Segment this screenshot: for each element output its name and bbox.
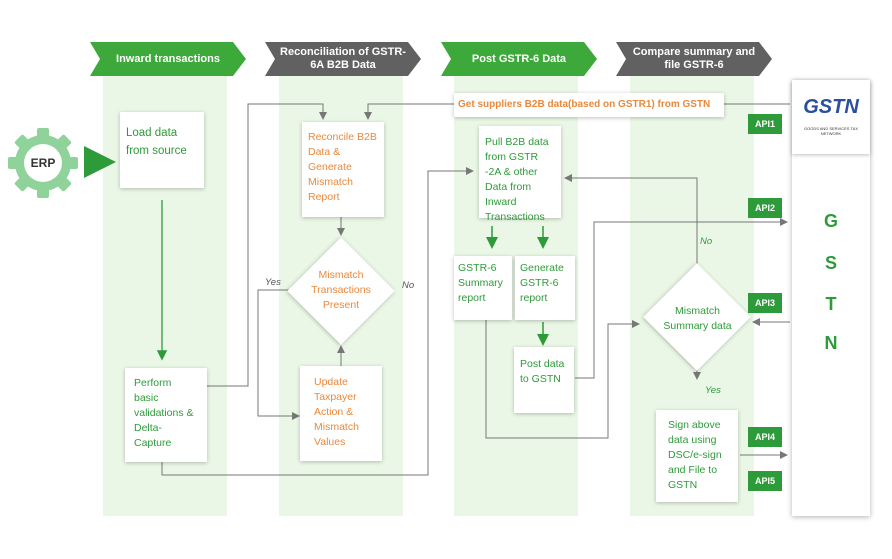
edge-label-no: No xyxy=(700,236,713,247)
box-gstr6-summary: GSTR-6 Summary report xyxy=(454,256,512,320)
gstn-letter: N xyxy=(824,333,838,353)
stage-reconciliation: Reconciliation of GSTR-6A B2B Data xyxy=(265,42,421,76)
decision-mismatch-transactions-label: Mismatch Transactions Present xyxy=(311,269,371,311)
gstn-logo-text: GSTN xyxy=(803,96,859,118)
api-tag: API5 xyxy=(748,471,782,491)
box-basic-validations: Perform basic validations & Delta-Captur… xyxy=(125,368,207,462)
stage-inward-transactions: Inward transactions xyxy=(90,42,246,76)
gstn-letter: G xyxy=(823,211,838,231)
gstn-logo: GSTN GOODS AND SERVICES TAX NETWORK xyxy=(792,80,870,154)
stage-post-gstr6: Post GSTR-6 Data xyxy=(441,42,597,76)
api-tag: API2 xyxy=(748,198,782,218)
box-load-data: Load data from source xyxy=(120,112,204,188)
stage-label: Post GSTR-6 Data xyxy=(471,52,567,65)
api-tag: API3 xyxy=(748,293,782,313)
box-sign-file: Sign above data using DSC/e-sign and Fil… xyxy=(656,410,738,502)
edge-label-yes: Yes xyxy=(265,277,281,288)
box-get-suppliers: Get suppliers B2B data(based on GSTR1) f… xyxy=(454,93,724,117)
edge-label-no: No xyxy=(402,280,415,291)
gstn-letter: S xyxy=(824,253,837,273)
api-tag: API4 xyxy=(748,427,782,447)
edge-label-yes: Yes xyxy=(705,385,721,396)
api-tag: API1 xyxy=(748,114,782,134)
stage-label: Compare summary and file GSTR-6 xyxy=(632,46,756,71)
box-pull-b2b: Pull B2B data from GSTR -2A & other Data… xyxy=(479,126,561,223)
stage-label: Reconciliation of GSTR-6A B2B Data xyxy=(280,46,406,71)
box-post-data: Post data to GSTN xyxy=(514,347,574,413)
box-generate-gstr6: Generate GSTR-6 report xyxy=(515,256,575,320)
stage-compare-file: Compare summary and file GSTR-6 xyxy=(616,42,772,76)
erp-label: ERP xyxy=(30,156,56,170)
decision-mismatch-summary-label: Mismatch Summary data xyxy=(663,305,732,332)
box-reconcile: Reconcile B2B Data & Generate Mismatch R… xyxy=(302,122,384,217)
gstn-logo-caption: GOODS AND SERVICES TAX NETWORK xyxy=(803,126,858,136)
box-update-taxpayer: Update Taxpayer Action & Mismatch Values xyxy=(300,366,382,461)
erp-gear-icon: ERP xyxy=(8,128,78,198)
stage-label: Inward transactions xyxy=(116,52,220,65)
gstn-letter: T xyxy=(825,294,837,314)
